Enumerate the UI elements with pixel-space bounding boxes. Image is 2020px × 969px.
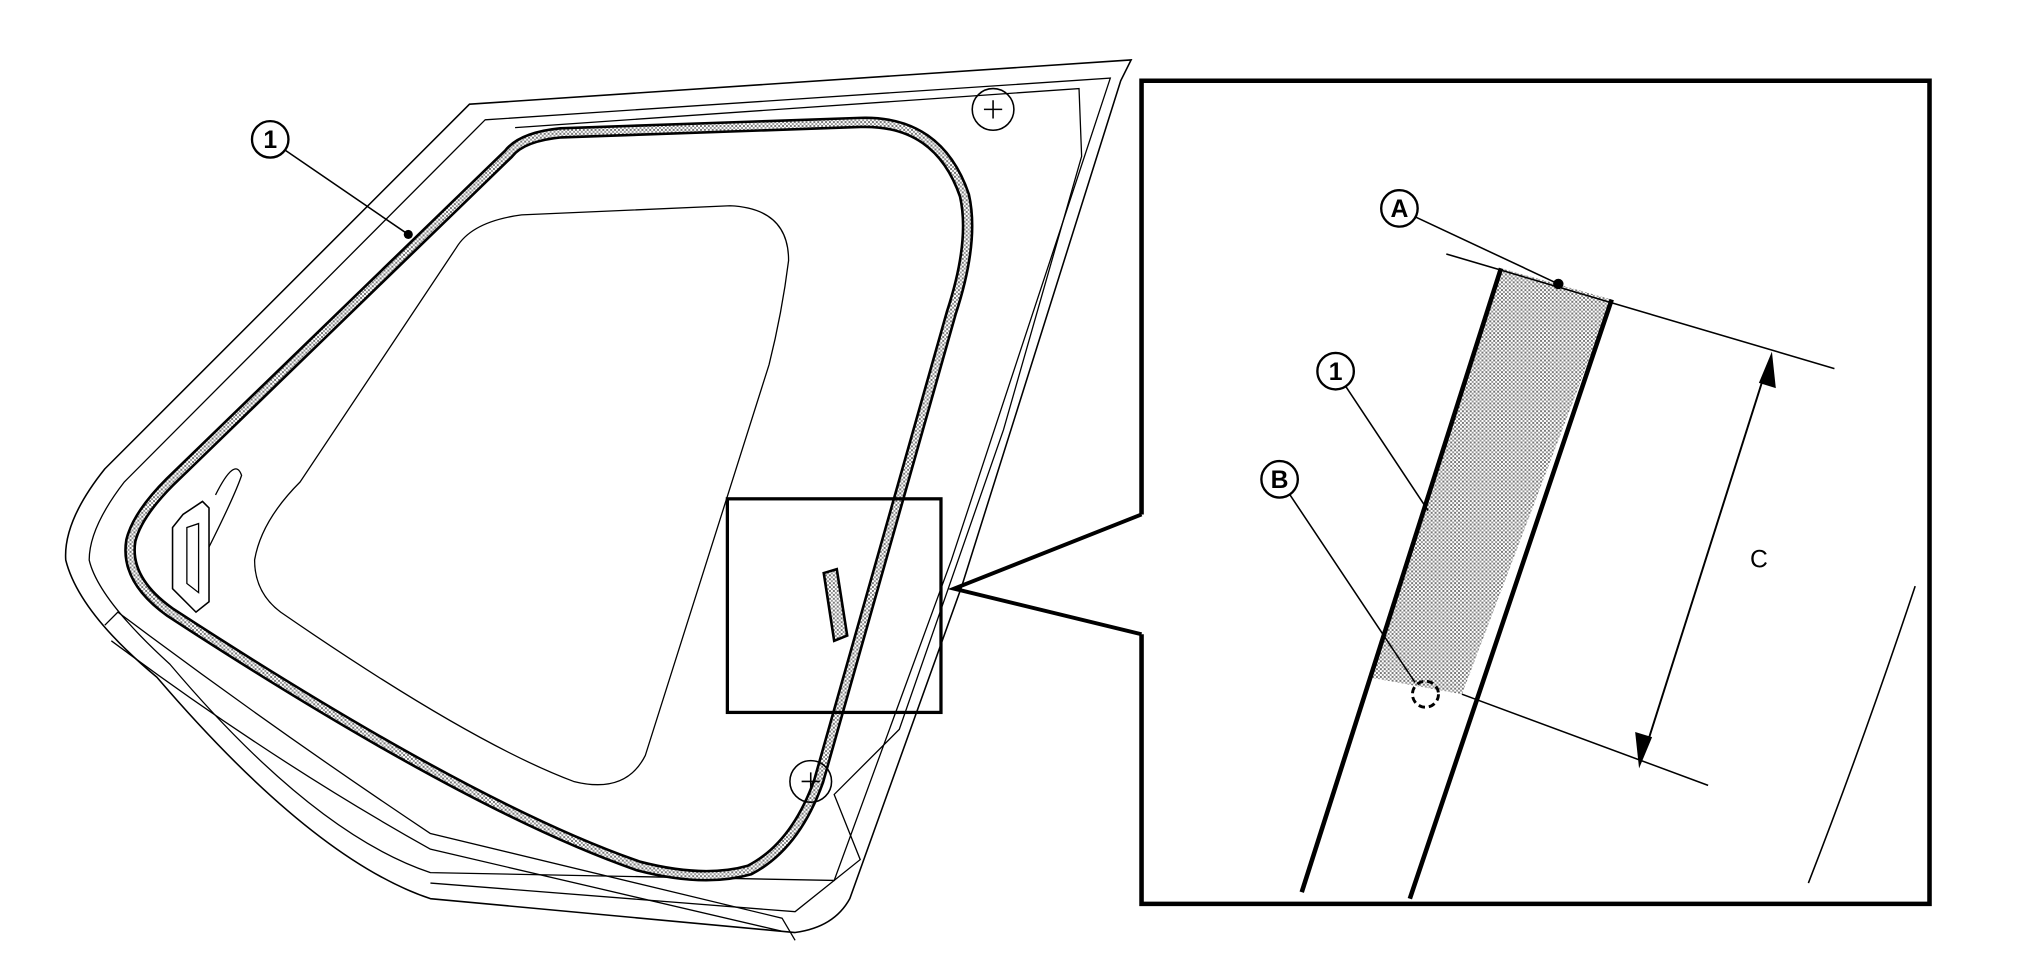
callout-point-a: A: [1380, 188, 1564, 290]
detail-view: C A 1 B: [1139, 78, 1932, 907]
body-edge-left: [1299, 267, 1504, 893]
callout-point-b: B: [1260, 459, 1440, 709]
label-point-a: A: [1390, 196, 1408, 223]
callout-seal-main: 1: [250, 119, 413, 239]
panel-outer-outline: [64, 59, 1133, 934]
panel-bottom-rail: [104, 611, 796, 941]
glass-edge-curve: [1807, 585, 1916, 884]
body-edge-right: [1407, 298, 1614, 900]
seal-bead-section: [1368, 268, 1612, 695]
label-seal-detail: 1: [1329, 359, 1343, 386]
dimension-c: C: [1635, 351, 1776, 769]
mounting-bolt-bottom: [789, 759, 833, 804]
latch-recess: [171, 500, 210, 614]
panel-bottom-rail-2: [110, 640, 783, 932]
glass-inner-outline: [253, 205, 790, 786]
extension-line-bottom: [1461, 693, 1709, 787]
label-dimension-c: C: [1750, 547, 1768, 574]
extension-line-top: [1446, 253, 1835, 370]
detail-view-frame: [1139, 78, 1932, 907]
callout-pointer: [947, 512, 1143, 637]
label-seal-main: 1: [263, 127, 277, 154]
panel-inner-outline: [88, 77, 1112, 882]
label-point-b: B: [1271, 467, 1289, 494]
panel-flange: [430, 87, 1083, 913]
mounting-bolt-top: [971, 87, 1015, 132]
quarter-glass-panel: [64, 59, 1133, 941]
detail-marker-box: [725, 497, 943, 715]
callout-seal-detail: 1: [1316, 351, 1429, 511]
detail-marker-seal-segment: [822, 567, 849, 643]
